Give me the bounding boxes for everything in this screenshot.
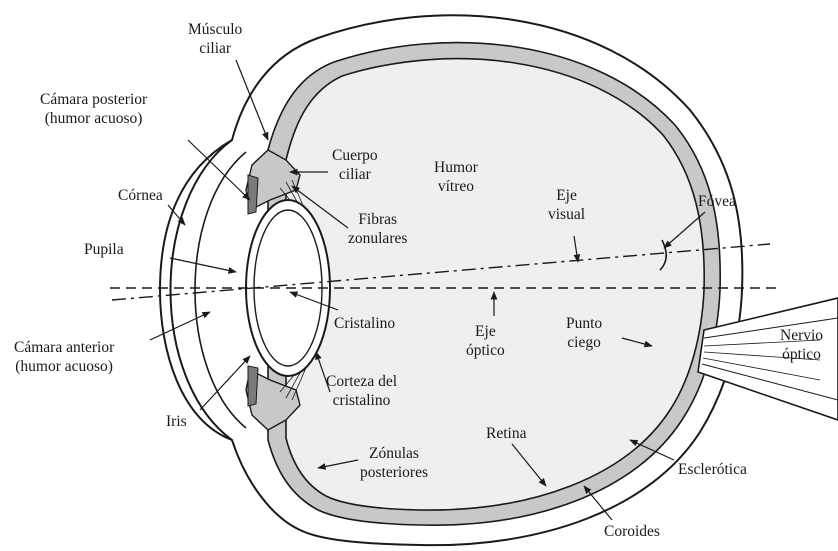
label-humor-vitreo: Humor vítreo: [434, 158, 478, 196]
label-musculo-ciliar: Músculo ciliar: [188, 20, 242, 58]
label-cornea: Córnea: [118, 186, 163, 205]
iris-upper: [248, 175, 258, 214]
label-cuerpo-ciliar: Cuerpo ciliar: [332, 146, 378, 184]
label-camara-anterior: Cámara anterior (humor acuoso): [14, 338, 114, 376]
label-nervio-optico: Nervio óptico: [780, 326, 823, 364]
iris-lower: [248, 366, 258, 406]
label-fibras-zonulares: Fibras zonulares: [348, 210, 407, 248]
label-fovea: Fóvea: [698, 192, 736, 211]
label-eje-optico: Eje óptico: [466, 322, 505, 360]
label-coroides: Coroides: [604, 522, 660, 541]
label-punto-ciego: Punto ciego: [566, 314, 602, 352]
label-zonulas-posteriores: Zónulas posteriores: [360, 444, 428, 482]
label-camara-posterior: Cámara posterior (humor acuoso): [40, 90, 147, 128]
label-cristalino: Cristalino: [334, 314, 395, 333]
label-retina: Retina: [486, 424, 526, 443]
label-eje-visual: Eje visual: [548, 186, 585, 224]
label-esclerotica: Esclerótica: [678, 460, 747, 479]
label-iris: Iris: [166, 412, 187, 431]
label-pupila: Pupila: [84, 240, 124, 259]
label-corteza-cristalino: Corteza del cristalino: [326, 372, 397, 410]
